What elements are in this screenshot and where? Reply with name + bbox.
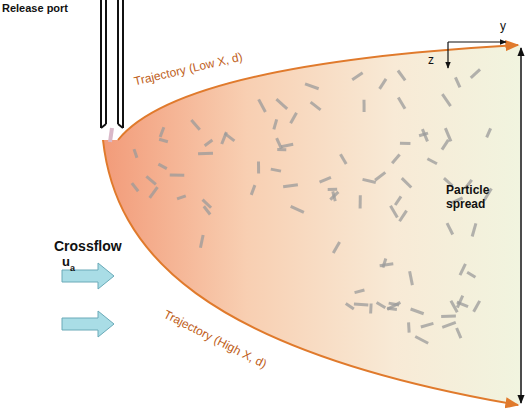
axis-label: z (428, 54, 434, 68)
particle (411, 309, 424, 314)
particle-plume (103, 45, 520, 405)
particle (311, 102, 321, 110)
spread-arrow (520, 48, 522, 403)
particle (400, 142, 410, 145)
particle (410, 271, 413, 285)
particle (146, 176, 155, 184)
particle (283, 185, 298, 187)
axes (448, 42, 506, 68)
crossflow-arrows (62, 263, 114, 337)
particle (447, 223, 453, 234)
particle (170, 174, 184, 177)
particle (474, 301, 480, 312)
particle (251, 185, 255, 195)
particle (200, 235, 203, 248)
particle (277, 148, 286, 151)
particle (380, 79, 386, 89)
particle (281, 144, 293, 146)
particle (375, 172, 385, 180)
particle (390, 206, 397, 218)
particle (205, 140, 213, 146)
particle (407, 322, 411, 332)
particle (441, 315, 456, 318)
particle (455, 77, 460, 87)
particle (277, 138, 282, 149)
particle (274, 119, 277, 129)
particle (276, 99, 287, 109)
particle (398, 71, 405, 81)
particle (380, 264, 394, 266)
particle (291, 206, 304, 212)
particle (395, 196, 401, 205)
release-port-tube (101, 0, 123, 128)
velocity-subscript: a (70, 263, 75, 273)
particle (445, 128, 451, 141)
particle (383, 258, 386, 267)
particle (442, 94, 450, 106)
particle (222, 132, 227, 144)
particle (305, 84, 319, 89)
particle (340, 154, 346, 164)
velocity-symbol: u (62, 255, 70, 270)
trajectory-low (118, 45, 518, 140)
particle (402, 178, 412, 187)
particle (177, 196, 186, 199)
particle (451, 301, 457, 312)
particle (346, 303, 354, 309)
particle (271, 169, 281, 171)
particle (259, 99, 266, 112)
particle (387, 302, 400, 309)
particle (442, 322, 456, 327)
particle (355, 290, 365, 293)
particle (419, 133, 428, 136)
particle (460, 264, 465, 275)
particle (377, 302, 386, 307)
flow-label: Crossflow (54, 238, 122, 254)
particle (352, 73, 362, 80)
particle (457, 328, 461, 338)
particle (363, 179, 376, 182)
particle (400, 211, 407, 222)
particle (160, 127, 164, 137)
particle (320, 177, 331, 182)
particle (203, 200, 211, 208)
part-label: Release port (2, 2, 68, 15)
particle (150, 187, 158, 198)
particle (471, 69, 480, 78)
particle (257, 162, 260, 174)
particle (392, 154, 399, 163)
particle (467, 272, 475, 277)
particle (198, 152, 213, 156)
particle (134, 149, 137, 158)
particle (333, 242, 339, 253)
particle (398, 97, 405, 108)
particle (354, 302, 368, 306)
particle (427, 159, 437, 164)
particle (359, 195, 362, 208)
particle (369, 304, 372, 314)
particle (421, 323, 434, 327)
particle (158, 164, 166, 168)
particle (457, 296, 462, 308)
particle (330, 192, 338, 200)
particle (291, 113, 297, 124)
particle (442, 140, 448, 150)
particle (487, 128, 491, 137)
trajectory-high (103, 140, 518, 405)
particle (132, 183, 138, 191)
particle (191, 120, 199, 130)
dimension-label: Particle spread (446, 184, 510, 212)
particle (159, 139, 168, 141)
particle (472, 223, 476, 236)
axis-label: y (500, 20, 506, 34)
particle (363, 100, 366, 112)
particle (328, 188, 337, 191)
release-jet (110, 128, 112, 142)
particle (415, 337, 428, 344)
particles (132, 69, 492, 343)
